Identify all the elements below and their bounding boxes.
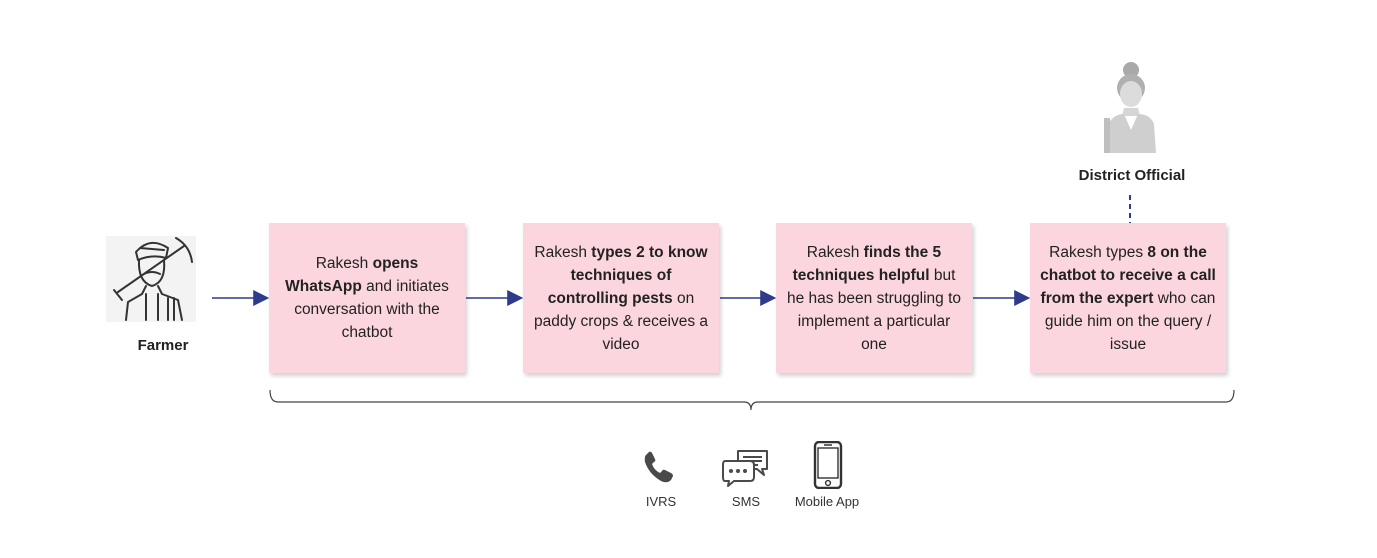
step-text: Rakesh types 2 to know techniques of con… — [531, 241, 711, 356]
official-icon — [1104, 62, 1156, 153]
step-text-bold: finds the 5 techniques helpful — [792, 243, 942, 284]
farmer-icon — [106, 236, 196, 322]
official-label: District Official — [1078, 167, 1186, 184]
farmer-label: Farmer — [137, 337, 189, 354]
step-text-normal: Rakesh — [315, 255, 373, 272]
step-text-normal: on paddy crops & receives a video — [533, 289, 709, 353]
channel-label-ivrs: IVRS — [645, 494, 677, 509]
step-text-normal: and initiates conversation with the chat… — [294, 278, 449, 341]
step-text-normal: Rakesh — [806, 243, 864, 261]
channel-label-sms: SMS — [731, 494, 761, 509]
mobile-icon — [813, 441, 843, 489]
step-text-bold: opens WhatsApp — [285, 255, 419, 295]
step-box-4: Rakesh types 8 on the chatbot to receive… — [1030, 223, 1226, 373]
chat-icon — [722, 450, 768, 487]
step-text-bold: 8 on the chatbot to receive a call from … — [1040, 243, 1216, 307]
step-text-normal: Rakesh — [534, 243, 592, 261]
channel-bracket — [269, 389, 1235, 411]
step-text-bold: types 2 to know techniques of controllin… — [547, 243, 708, 307]
step-text-normal: but he has been struggling to implement … — [786, 266, 962, 353]
step-text: Rakesh finds the 5 techniques helpful bu… — [784, 241, 964, 356]
channel-label-mobile-app: Mobile App — [794, 494, 860, 509]
phone-icon — [644, 451, 673, 483]
step-box-2: Rakesh types 2 to know techniques of con… — [523, 223, 719, 373]
step-box-3: Rakesh finds the 5 techniques helpful bu… — [776, 223, 972, 373]
step-text: Rakesh opens WhatsApp and initiates conv… — [277, 252, 457, 344]
step-box-1: Rakesh opens WhatsApp and initiates conv… — [269, 223, 465, 373]
step-text-normal: Rakesh types — [1049, 243, 1148, 261]
step-text: Rakesh types 8 on the chatbot to receive… — [1038, 241, 1218, 356]
flow-arrows — [212, 290, 1031, 306]
official-dashed-connector — [1129, 195, 1131, 223]
step-text-normal: who can guide him on the query / issue — [1044, 289, 1216, 353]
